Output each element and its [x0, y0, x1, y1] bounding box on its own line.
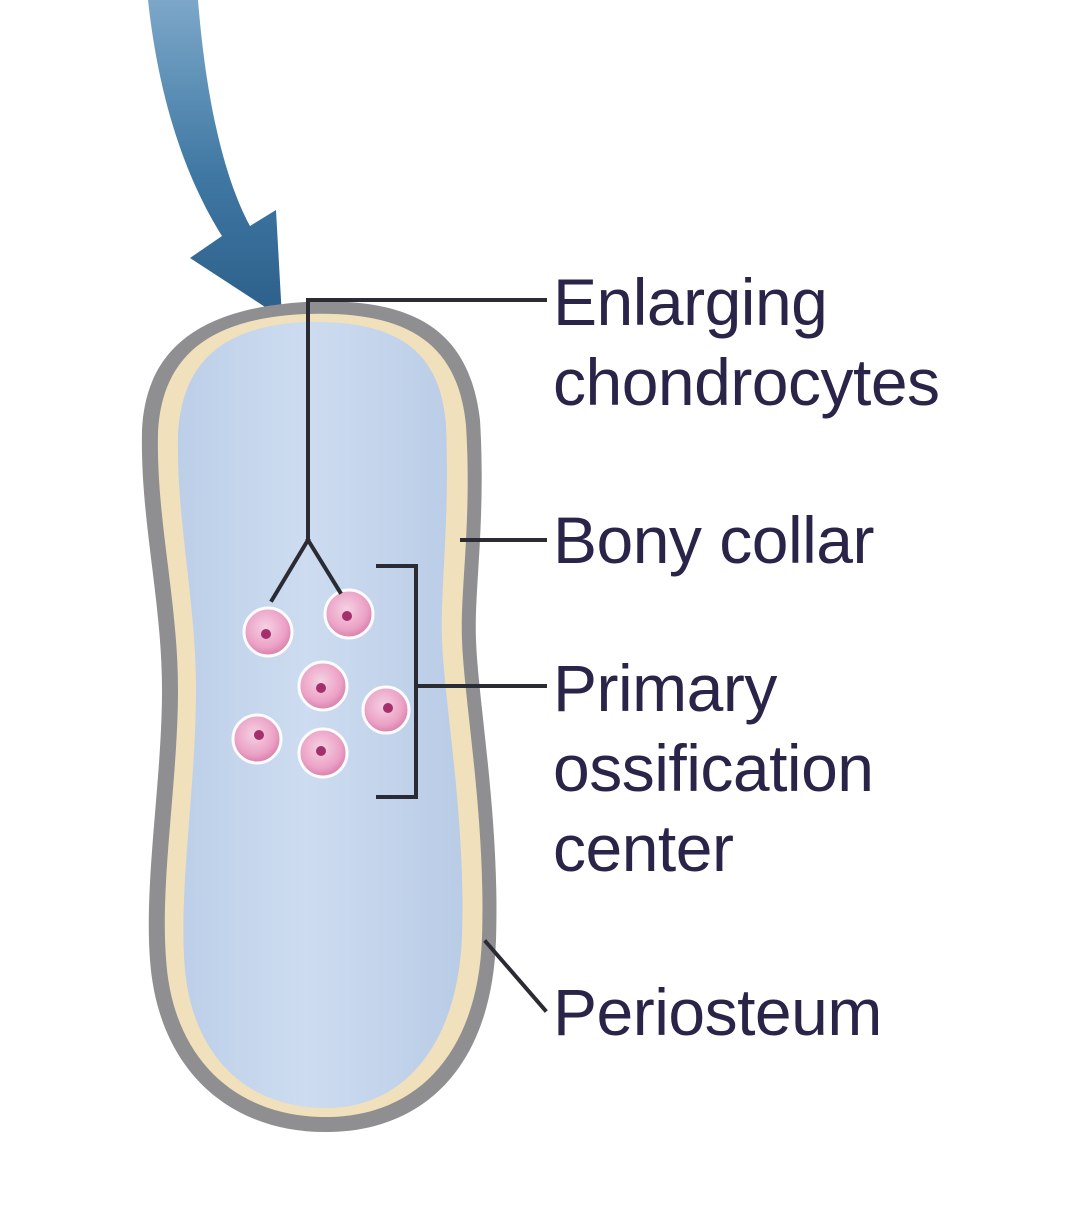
- chondrocyte-cell-icon: [325, 590, 373, 638]
- chondrocyte-cell-icon: [363, 687, 409, 733]
- chondrocyte-cell-icon: [299, 729, 347, 777]
- label-enlarging-chondrocytes: Enlarging chondrocytes: [553, 262, 940, 422]
- label-primary-ossification-center: Primary ossification center: [553, 648, 874, 888]
- chondrocyte-cell-icon: [299, 662, 347, 710]
- label-periosteum: Periosteum: [553, 972, 882, 1052]
- curved-arrow-icon: [148, 0, 282, 318]
- cartilage-model: [178, 322, 463, 1108]
- label-bony-collar: Bony collar: [553, 500, 874, 580]
- chondrocyte-cell-icon: [244, 608, 292, 656]
- leader-line-periosteum: [486, 942, 545, 1010]
- chondrocyte-cell-icon: [233, 715, 281, 763]
